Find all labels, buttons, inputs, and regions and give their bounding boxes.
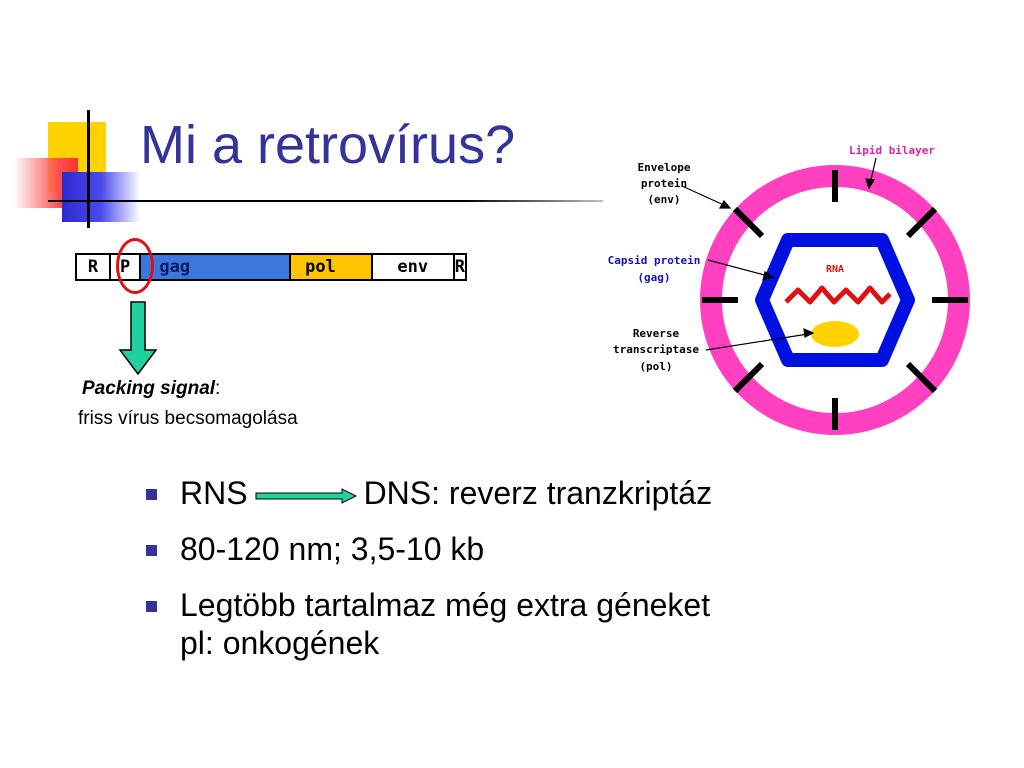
bullet-marker-icon <box>146 545 157 556</box>
packing-signal-description: friss vírus becsomagolása <box>78 408 298 429</box>
bullet-item-size: 80-120 nm; 3,5-10 kb <box>146 530 946 568</box>
lipid-bilayer-label: Lipid bilayer <box>849 144 935 157</box>
bullet-item-rt: RNS DNS: reverz tranzkriptáz <box>146 474 946 512</box>
title-underline <box>48 200 603 202</box>
bullet-genes-line2: pl: onkogének <box>180 625 380 661</box>
packing-signal-term: Packing signal <box>82 378 216 399</box>
bullet-marker-icon <box>146 601 157 612</box>
bullet-genes-line1: Legtöbb tartalmaz még extra géneket <box>180 587 711 623</box>
envelope-label-line2: protein <box>641 177 687 190</box>
reverse-transcriptase-blob <box>811 321 859 347</box>
slide-title: Mi a retrovírus? <box>140 115 516 175</box>
genome-segment-r-left: R <box>77 255 111 279</box>
genome-segment-env: env <box>373 255 455 279</box>
rt-label-line2: transcriptase <box>613 343 699 356</box>
bullet-marker-icon <box>146 489 157 500</box>
bullet-rns-text: RNS <box>180 475 248 511</box>
genome-segment-pol: pol <box>291 255 373 279</box>
capsid-label-line2: (gag) <box>637 271 670 284</box>
label-pointers <box>681 157 877 351</box>
envelope-label-line3: (env) <box>647 193 680 206</box>
packing-signal-highlight-circle <box>116 238 154 294</box>
envelope-label-line1: Envelope <box>638 161 691 174</box>
decor-blue-square <box>62 172 140 222</box>
packing-signal-label: Packing signal: <box>82 378 220 400</box>
envelope-spikes <box>702 170 968 430</box>
rna-label: RNA <box>826 264 844 275</box>
packing-signal-colon: : <box>215 378 221 399</box>
down-arrow-icon <box>118 301 158 376</box>
capsid-label-line1: Capsid protein <box>608 254 701 267</box>
bullet-item-genes: Legtöbb tartalmaz még extra géneket pl: … <box>146 586 946 662</box>
rna-strand <box>784 285 892 305</box>
bullet-dns-text: DNS: reverz tranzkriptáz <box>363 475 713 511</box>
bullet-list: RNS DNS: reverz tranzkriptáz 80-120 nm; … <box>146 474 946 662</box>
genome-segment-gag: gag <box>141 255 292 279</box>
rt-label-line3: (pol) <box>639 360 672 373</box>
decor-vertical-line <box>87 110 90 228</box>
right-arrow-icon <box>255 487 357 504</box>
rt-label-line1: Reverse <box>633 327 680 340</box>
retrovirus-diagram: Lipid bilayer Envelope protein (env) Cap… <box>608 144 970 435</box>
genome-segment-r-right: R <box>454 257 465 277</box>
bullet-size-text: 80-120 nm; 3,5-10 kb <box>180 531 485 567</box>
